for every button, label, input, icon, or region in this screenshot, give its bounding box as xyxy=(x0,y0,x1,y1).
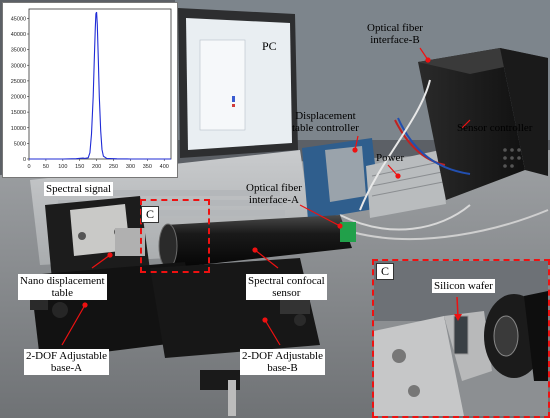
power-supply xyxy=(366,150,446,218)
spectral-signal-label: Spectral signal xyxy=(44,182,114,196)
sensor-controller-label: Sensor controller xyxy=(457,122,533,134)
y-tick-label: 25000 xyxy=(11,79,26,85)
zoom-inset-c: C xyxy=(372,259,550,418)
spectral-signal-chart: 0 50 100 150 200 250 300 350 400 0 5000 10000 15000 2… xyxy=(11,8,172,170)
pc-label: PC xyxy=(262,39,277,53)
x-tick-label: 200 xyxy=(92,164,101,170)
x-tick-label: 350 xyxy=(143,164,152,170)
x-tick-label: 0 xyxy=(27,164,30,170)
y-tick-label: 45000 xyxy=(11,16,26,22)
spectral-signal-inset: 0 50 100 150 200 250 300 350 400 0 5000 10000 15000 2… xyxy=(2,2,178,178)
region-c-marker xyxy=(140,199,210,273)
x-tick-label: 50 xyxy=(43,164,49,170)
spectral-confocal-sensor xyxy=(165,215,352,268)
region-c-label: C xyxy=(141,206,159,223)
sensor-controller xyxy=(418,48,525,200)
y-tick-label: 0 xyxy=(23,157,26,163)
power-label: Power xyxy=(376,152,405,164)
plot-frame xyxy=(28,8,172,160)
silicon-wafer-arrow xyxy=(454,296,462,321)
y-tick-label: 40000 xyxy=(11,32,26,38)
y-tick-label: 35000 xyxy=(11,48,26,54)
fiber-connector xyxy=(340,222,356,242)
x-tick-label: 300 xyxy=(126,164,135,170)
y-tick-label: 5000 xyxy=(14,141,26,147)
y-tick-label: 30000 xyxy=(11,63,26,69)
y-tick-label: 10000 xyxy=(11,126,26,132)
y-tick-label: 20000 xyxy=(11,95,26,101)
spectral-series-line xyxy=(29,11,171,160)
y-tick-label: 15000 xyxy=(11,110,26,116)
silicon-wafer-label: Silicon wafer xyxy=(432,279,495,293)
x-tick-label: 250 xyxy=(109,164,118,170)
inset-c-label: C xyxy=(376,263,394,280)
x-tick-label: 150 xyxy=(75,164,84,170)
x-tick-label: 100 xyxy=(58,164,67,170)
x-tick-label: 400 xyxy=(160,164,169,170)
